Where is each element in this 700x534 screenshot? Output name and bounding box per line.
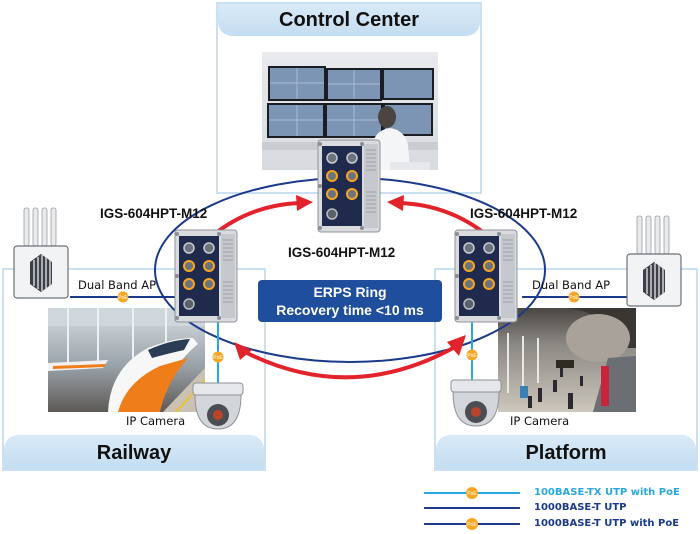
switch-right-label: IGS-604HPT-M12	[470, 206, 578, 221]
switch-center	[317, 139, 381, 233]
switch-center-label: IGS-604HPT-M12	[288, 245, 396, 260]
control-center-title: Control Center	[218, 4, 480, 36]
dual-band-ap-left	[13, 207, 69, 299]
poe-badge-text: PoE	[467, 491, 477, 497]
legend-item-1000base-t-poe: 1000BASE-T UTP with PoE	[534, 518, 680, 529]
railway-title: Railway	[4, 435, 264, 469]
right-ap-label: Dual Band AP	[532, 278, 611, 292]
ring-arrow-bottom	[234, 335, 466, 380]
right-camera-label: IP Camera	[510, 414, 570, 428]
poe-badge-right-camera	[466, 349, 478, 361]
legend-item-100base-tx-poe: 100BASE-TX UTP with PoE	[534, 487, 680, 498]
switch-left-label: IGS-604HPT-M12	[100, 206, 208, 221]
ip-camera-left	[192, 382, 244, 430]
legend-item-1000base-t: 1000BASE-T UTP	[534, 502, 627, 513]
erps-ring-box: ERPS Ring Recovery time <10 ms	[258, 280, 442, 322]
poe-badge-right-ap	[568, 291, 580, 303]
poe-badge-text: PoE	[213, 355, 223, 361]
poe-badge-text: PoE	[569, 295, 579, 301]
erps-ring-title: ERPS Ring	[313, 284, 387, 300]
left-camera-label: IP Camera	[126, 414, 186, 428]
switch-right	[454, 229, 518, 323]
platform-title: Platform	[436, 435, 696, 469]
poe-badge-text: PoE	[118, 295, 128, 301]
poe-badge-left-ap	[117, 291, 129, 303]
poe-badge-left-camera	[212, 351, 224, 363]
legend-lines	[424, 487, 520, 530]
railway-photo	[48, 308, 205, 412]
dual-band-ap-right	[626, 215, 682, 307]
erps-ring-subtitle: Recovery time <10 ms	[276, 302, 424, 318]
switch-left	[174, 229, 238, 323]
platform-photo	[498, 308, 636, 412]
poe-badge-text: PoE	[467, 522, 477, 528]
ip-camera-right	[450, 379, 502, 427]
poe-badge-text: PoE	[467, 353, 477, 359]
left-ap-label: Dual Band AP	[78, 278, 157, 292]
